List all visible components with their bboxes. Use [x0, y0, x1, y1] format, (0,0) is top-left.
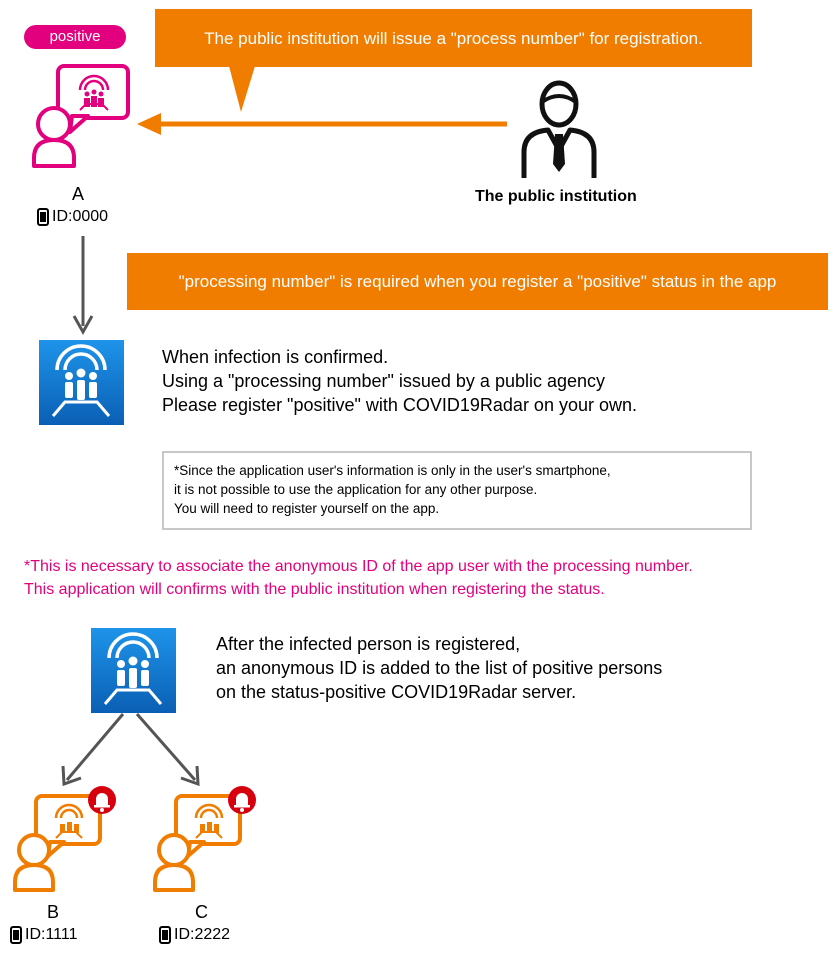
smartphone-icon: [10, 926, 22, 944]
user-b-id: ID:1111: [10, 926, 77, 944]
callout-pointer: [229, 66, 255, 112]
arrow-a-to-app: [72, 236, 94, 336]
user-a-id-text: ID:0000: [52, 208, 109, 225]
positive-badge: positive: [24, 25, 126, 49]
arrows-server-to-contacts: [61, 713, 200, 787]
privacy-note-box: *Since the application user's informatio…: [162, 451, 752, 530]
server-line-1: After the infected person is registered,: [216, 634, 521, 654]
user-c-id-text: ID:2222: [174, 926, 231, 943]
user-a-icon: [32, 64, 130, 168]
server-line-2: an anonymous ID is added to the list of …: [216, 658, 663, 678]
note-line-3: You will need to register yourself on th…: [174, 501, 440, 516]
server-registration-text: After the infected person is registered,…: [216, 632, 662, 704]
smartphone-icon: [37, 208, 49, 226]
user-b-label: B: [47, 902, 60, 922]
covid19radar-server-icon: [91, 628, 176, 713]
user-a-label: A: [72, 184, 85, 204]
issue-process-number-callout: The public institution will issue a "pro…: [155, 9, 752, 67]
user-c-id: ID:2222: [159, 926, 230, 944]
institution-label: The public institution: [475, 188, 637, 205]
instructions-line-1: When infection is confirmed.: [162, 347, 389, 367]
user-b-id-text: ID:1111: [25, 926, 78, 943]
covid19radar-app-icon: [39, 340, 124, 425]
user-b-icon: [13, 786, 116, 892]
note-line-1: *Since the application user's informatio…: [174, 463, 611, 478]
user-c-label: C: [195, 902, 208, 922]
association-warning: *This is necessary to associate the anon…: [24, 555, 836, 601]
user-c-icon: [153, 786, 256, 892]
note-line-2: it is not possible to use the applicatio…: [174, 482, 538, 497]
processing-number-required-callout: "processing number" is required when you…: [127, 253, 828, 310]
instructions-line-2: Using a "processing number" issued by a …: [162, 371, 606, 391]
smartphone-icon: [159, 926, 171, 944]
instructions-text: When infection is confirmed. Using a "pr…: [162, 345, 637, 417]
warning-line-1: *This is necessary to associate the anon…: [24, 558, 693, 575]
instructions-line-3: Please register "positive" with COVID19R…: [162, 395, 637, 415]
warning-line-2: This application will confirms with the …: [24, 581, 605, 598]
server-line-3: on the status-positive COVID19Radar serv…: [216, 682, 577, 702]
user-a-id: ID:0000: [37, 208, 108, 226]
public-institution-icon: [521, 80, 597, 178]
arrow-institution-to-a: [137, 113, 507, 135]
